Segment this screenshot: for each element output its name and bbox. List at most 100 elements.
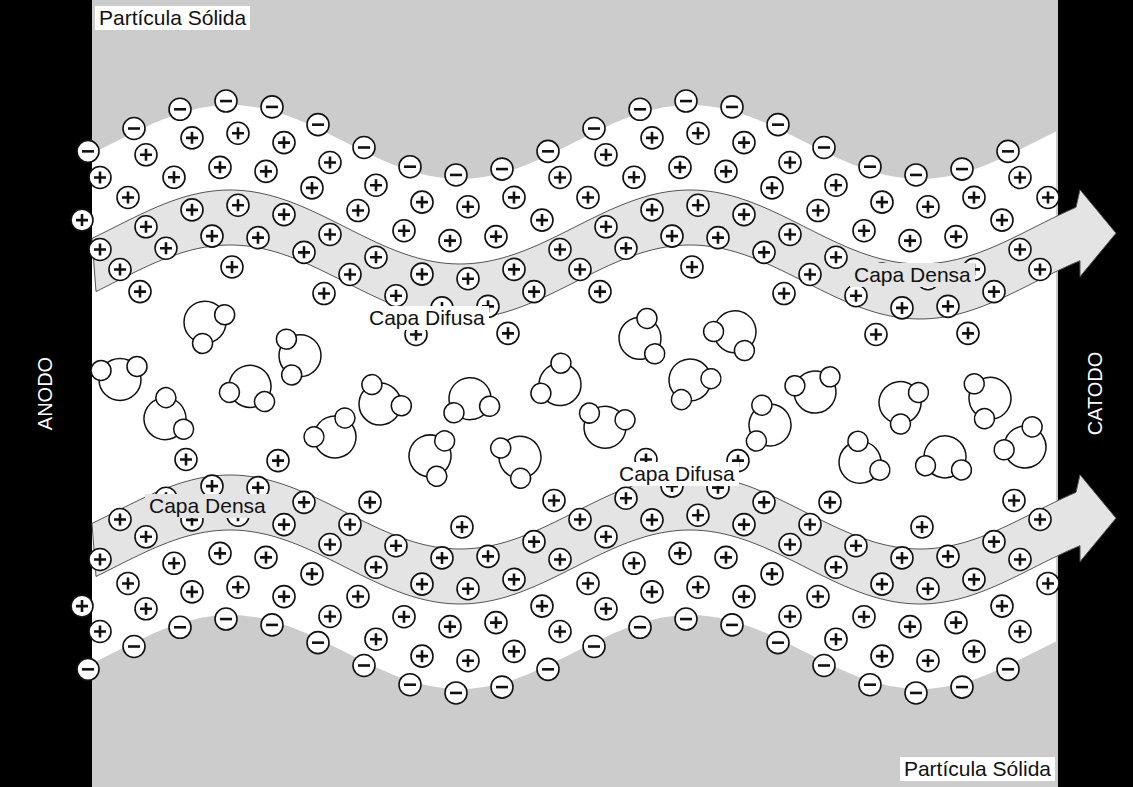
cation-symbol (247, 227, 269, 249)
ion-sign (876, 650, 888, 662)
ion-circle (385, 285, 407, 307)
ion-circle (123, 636, 145, 658)
ion-circle (945, 226, 967, 248)
cation-symbol (991, 595, 1013, 617)
ion-circle (983, 531, 1005, 553)
cation-symbol (411, 263, 433, 285)
ion-sign (1002, 668, 1014, 671)
ion-circle (531, 209, 553, 231)
ion-circle (339, 514, 361, 536)
ion-sign (996, 214, 1008, 226)
anion-symbol (491, 158, 513, 180)
ion-sign (582, 191, 594, 203)
ion-sign (620, 492, 632, 504)
ion-sign (358, 664, 370, 667)
ion-circle (1009, 549, 1031, 571)
anion-symbol (629, 616, 651, 638)
cation-symbol (477, 545, 499, 567)
cation-symbol (1009, 549, 1031, 571)
water-molecule (988, 413, 1059, 480)
cation-symbol (385, 285, 407, 307)
ion-sign (850, 290, 862, 302)
ion-sign (772, 641, 784, 644)
ion-sign (554, 172, 566, 184)
hydrogen-atom (432, 428, 457, 453)
ion-circle (905, 682, 927, 704)
cation-symbol (991, 209, 1013, 231)
water-molecule (656, 348, 726, 414)
anion-symbol (261, 96, 283, 118)
cation-symbol (385, 535, 407, 557)
ion-circle (577, 186, 599, 208)
ion-circle (523, 281, 545, 303)
ion-circle (825, 556, 847, 578)
cation-symbol (431, 547, 453, 569)
ion-circle (715, 160, 737, 182)
ion-sign (968, 191, 980, 203)
water-molecule (91, 356, 147, 400)
cation-symbol (963, 186, 985, 208)
cation-symbol (201, 225, 223, 247)
ion-circle (899, 230, 921, 252)
ion-sign (818, 146, 830, 149)
ion-sign (824, 496, 836, 508)
hydrogen-atom (990, 436, 1018, 464)
ion-circle (531, 595, 553, 617)
ion-circle (209, 156, 231, 178)
cation-symbol (319, 533, 341, 555)
cation-symbol (273, 514, 295, 536)
ion-circle (583, 118, 605, 140)
cation-symbol (937, 545, 959, 567)
cation-symbol (899, 230, 921, 252)
ion-sign (260, 551, 272, 563)
cation-symbol (457, 268, 479, 290)
ion-sign (496, 686, 508, 689)
ion-sign (390, 540, 402, 552)
cation-symbol (681, 256, 703, 278)
ion-circle (347, 586, 369, 608)
ion-circle (595, 144, 617, 166)
ion-sign (1034, 513, 1046, 525)
ion-sign (416, 268, 428, 280)
ion-circle (991, 209, 1013, 231)
ion-sign (174, 626, 186, 629)
ion-sign (444, 621, 456, 633)
cation-symbol (799, 264, 821, 286)
cation-symbol (457, 196, 479, 218)
cation-symbol (451, 516, 473, 538)
cation-symbol (1029, 258, 1051, 280)
ion-sign (600, 531, 612, 543)
ion-sign (358, 146, 370, 149)
ion-sign (502, 327, 514, 339)
cation-symbol (393, 606, 415, 628)
ion-sign (600, 149, 612, 161)
cation-symbol (853, 220, 875, 242)
hydrogen-atom (479, 396, 500, 417)
cation-symbol (365, 174, 387, 196)
ion-circle (439, 230, 461, 252)
ion-circle (853, 606, 875, 628)
ion-sign (160, 242, 172, 254)
anion-symbol (767, 632, 789, 654)
cation-symbol (733, 514, 755, 536)
cation-symbol (227, 194, 249, 216)
cation-symbol (761, 563, 783, 585)
anion-symbol (997, 140, 1019, 162)
cation-symbol (543, 489, 565, 511)
ion-sign (738, 209, 750, 221)
ion-circle (117, 572, 139, 594)
ion-sign (128, 645, 140, 648)
ion-circle (1009, 239, 1031, 261)
hydrogen-atom (301, 424, 328, 451)
cation-symbol (799, 514, 821, 536)
cation-symbol (773, 283, 795, 305)
ion-circle (687, 576, 709, 598)
solid-particle (92, 0, 1058, 787)
ion-sign (738, 519, 750, 531)
ion-circle (569, 508, 591, 530)
ion-sign (996, 600, 1008, 612)
ion-sign (272, 455, 284, 467)
cation-symbol (411, 191, 433, 213)
anion-symbol (859, 156, 881, 178)
hydrogen-atom (358, 370, 386, 398)
